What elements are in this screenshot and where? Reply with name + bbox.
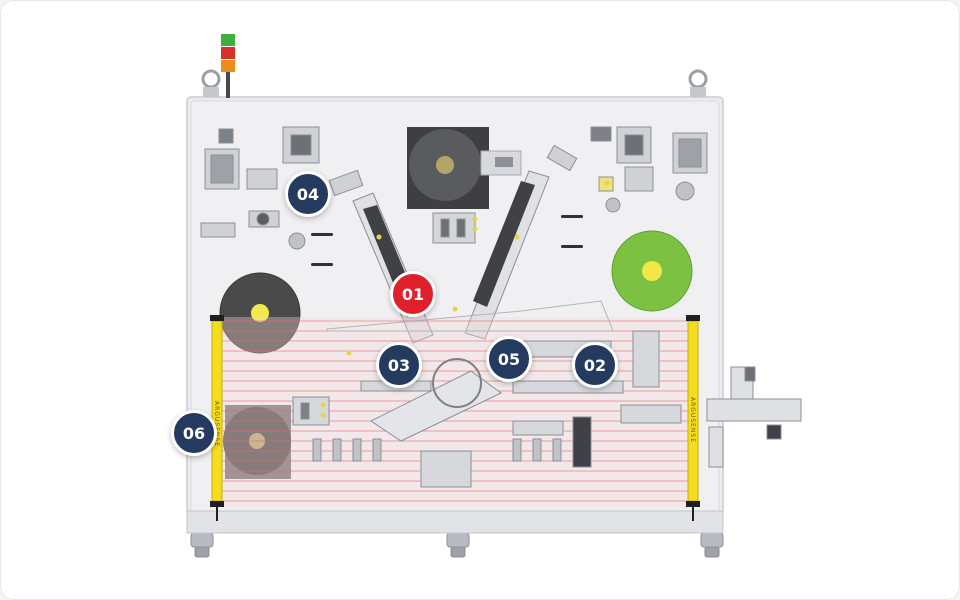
signal-tower-icon (221, 34, 235, 98)
plate-slots (311, 215, 583, 266)
light-curtain-left (210, 315, 224, 521)
callout-06[interactable]: 06 (171, 410, 217, 456)
right-conveyor (706, 366, 802, 468)
upper-left-mechanism (200, 126, 364, 250)
lifting-eyes (201, 69, 708, 89)
callout-03[interactable]: 03 (376, 342, 422, 388)
central-feeder (432, 212, 478, 244)
indicator-dots (320, 180, 610, 418)
callout-04[interactable]: 04 (285, 171, 331, 217)
bottom-frame (186, 510, 724, 534)
light-curtain-right-label: ARGUSENSE (689, 397, 696, 444)
callout-01[interactable]: 01 (390, 271, 436, 317)
light-curtain-right (686, 315, 700, 521)
callout-05[interactable]: 05 (486, 336, 532, 382)
callout-02[interactable]: 02 (572, 342, 618, 388)
machine-feet (190, 532, 724, 558)
light-curtain-left-label: ARGUSENSE (213, 401, 220, 448)
